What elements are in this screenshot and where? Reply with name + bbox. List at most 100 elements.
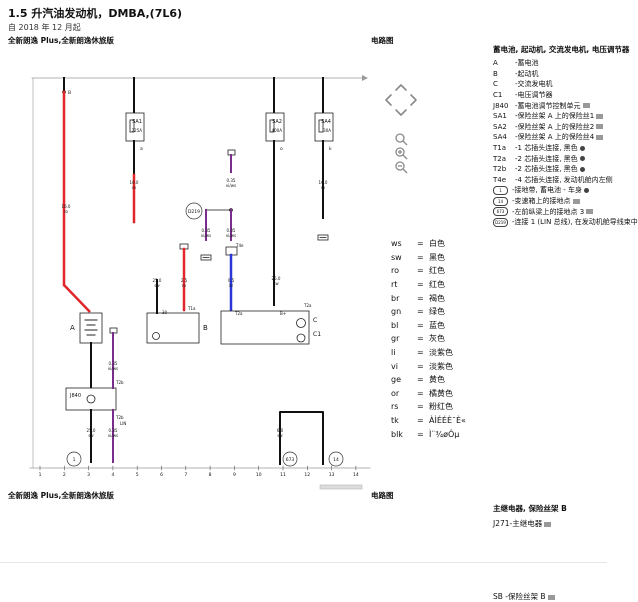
bus-arrow xyxy=(362,75,368,81)
wire-color-code: gr xyxy=(391,334,400,344)
legend-code: T1a xyxy=(493,144,507,153)
wire-color-name: Ì¨¾øÔµ xyxy=(429,429,460,439)
zoom-controls[interactable] xyxy=(393,132,409,176)
book-icon[interactable] xyxy=(586,209,594,215)
vehicle-model-label-bottom: 全新朗逸 Plus,全新朗逸休旅版 xyxy=(8,491,114,500)
fuse-element xyxy=(318,119,324,133)
fuse-element xyxy=(129,119,135,133)
fuse-label: SA4 xyxy=(321,119,331,125)
legend-item: C1-电压调节器 xyxy=(493,90,607,101)
legend-code: C1 xyxy=(493,91,503,100)
wire-color-code: rt xyxy=(391,280,398,290)
equals-sign: = xyxy=(417,252,424,262)
wire-color-name: 淡紫色 xyxy=(429,361,453,371)
fuse-rating: 225A xyxy=(132,128,143,133)
alternator-c xyxy=(220,310,310,345)
wire-color-row: tk=ÀÌÉÉÈ¯È« xyxy=(391,414,466,428)
legend-ground-item: 14-变速箱上的接地点 xyxy=(493,196,607,207)
footer-legend-item: SB -保险丝架 B xyxy=(493,591,555,602)
equals-sign: = xyxy=(417,416,424,426)
model-year-note: 自 2018 年 12 月起 xyxy=(8,23,81,32)
legend-item: SA4-保险丝架 A 上的保险丝4 xyxy=(493,132,607,143)
wire-label-line: 16.0 xyxy=(62,204,71,209)
legend-text: -左前纵梁上的接地点 3 xyxy=(512,207,585,216)
legend-text: -蓄电池调节控制单元 xyxy=(515,101,581,110)
wire-label-line: sw xyxy=(277,433,283,438)
equals-sign: = xyxy=(417,375,424,385)
camera-icon[interactable] xyxy=(579,166,585,172)
wire-label-line: 0.35 xyxy=(109,361,118,366)
equals-sign: = xyxy=(417,429,424,439)
wire-color-row: ge=黄色 xyxy=(391,373,466,387)
wire-color-name: ÀÌÉÉÈ¯È« xyxy=(429,416,466,426)
ground-badge: 673 xyxy=(493,207,508,217)
wire-color-name: 绿色 xyxy=(429,307,445,317)
book-icon[interactable] xyxy=(596,134,604,140)
legend-text: -起动机 xyxy=(515,69,539,78)
wire-label-line: sw xyxy=(154,283,160,288)
j840-symbol xyxy=(86,394,96,404)
d219-badge xyxy=(185,202,203,220)
pan-down-icon[interactable] xyxy=(395,109,407,116)
diagram-label-top: 电路图 xyxy=(371,36,394,45)
equals-sign: = xyxy=(417,293,424,303)
wire-color-row: or=橘黄色 xyxy=(391,387,466,401)
pan-left-icon[interactable] xyxy=(385,94,392,106)
badge-label: D219 xyxy=(188,209,200,215)
camera-icon[interactable] xyxy=(579,156,585,162)
wire-color-name: 橘黄色 xyxy=(429,388,453,398)
wire-label-line: sw xyxy=(273,281,279,286)
section-fuse-holder-b: 主继电器, 保险丝架 B J271-主继电器 xyxy=(493,503,567,529)
book-icon xyxy=(547,594,555,600)
component-label-j840: J840 xyxy=(69,393,81,399)
fuse-rating: 400A xyxy=(272,128,283,133)
fuse-sa1 xyxy=(125,112,145,142)
camera-icon[interactable] xyxy=(583,187,589,193)
ground-badge-1 xyxy=(66,451,82,467)
section-b-title: 主继电器, 保险丝架 B xyxy=(493,504,567,513)
zoom-fit-icon[interactable] xyxy=(395,133,408,146)
wire-label-line: 25.0 xyxy=(153,278,162,283)
wire-color-code: sw xyxy=(391,252,402,262)
book-icon[interactable] xyxy=(582,103,590,109)
battery-a xyxy=(79,312,103,344)
wire-color-row: bl=蓝色 xyxy=(391,319,466,333)
wire-color-name: 褐色 xyxy=(429,293,445,303)
pan-up-icon[interactable] xyxy=(395,84,407,91)
wire-label-line: sw xyxy=(88,433,94,438)
component-label-a: A xyxy=(70,324,75,332)
wire-color-name: 黑色 xyxy=(429,252,445,262)
zoom-in-icon[interactable] xyxy=(395,147,408,160)
wire-color-row: rs=粉红色 xyxy=(391,400,466,414)
camera-icon[interactable] xyxy=(579,145,585,151)
pan-control[interactable] xyxy=(383,82,419,118)
zoom-out-icon[interactable] xyxy=(395,161,408,174)
legend-code: A xyxy=(493,59,498,68)
bottom-number: 11 xyxy=(280,472,286,478)
bottom-number: 3 xyxy=(87,472,90,478)
wire-label-line: ro xyxy=(64,209,69,214)
legend-item: T2b-2 芯插头连接, 黑色 xyxy=(493,164,607,175)
legend-text: -4 芯插头连接, 发动机舱内左侧 xyxy=(515,175,613,184)
bottom-number: 7 xyxy=(184,472,187,478)
book-icon[interactable] xyxy=(572,198,580,204)
book-icon[interactable] xyxy=(596,124,604,130)
pan-right-icon[interactable] xyxy=(410,94,417,106)
wire-color-code: rs xyxy=(391,402,399,412)
wire-color-row: ro=红色 xyxy=(391,264,466,278)
legend-title: 蓄电池, 起动机, 交流发电机, 电压调节器 xyxy=(493,45,630,54)
book-icon[interactable] xyxy=(596,113,604,119)
wire-label-line: ro xyxy=(321,185,326,190)
wire-color-row: vi=淡紫色 xyxy=(391,359,466,373)
legend-ground-item: 1-接地带, 蓄电池 - 车身 xyxy=(493,185,607,196)
bottom-number: 12 xyxy=(304,472,310,478)
ground-badge: D219 xyxy=(493,217,508,227)
wire-color-code: blk xyxy=(391,429,403,439)
